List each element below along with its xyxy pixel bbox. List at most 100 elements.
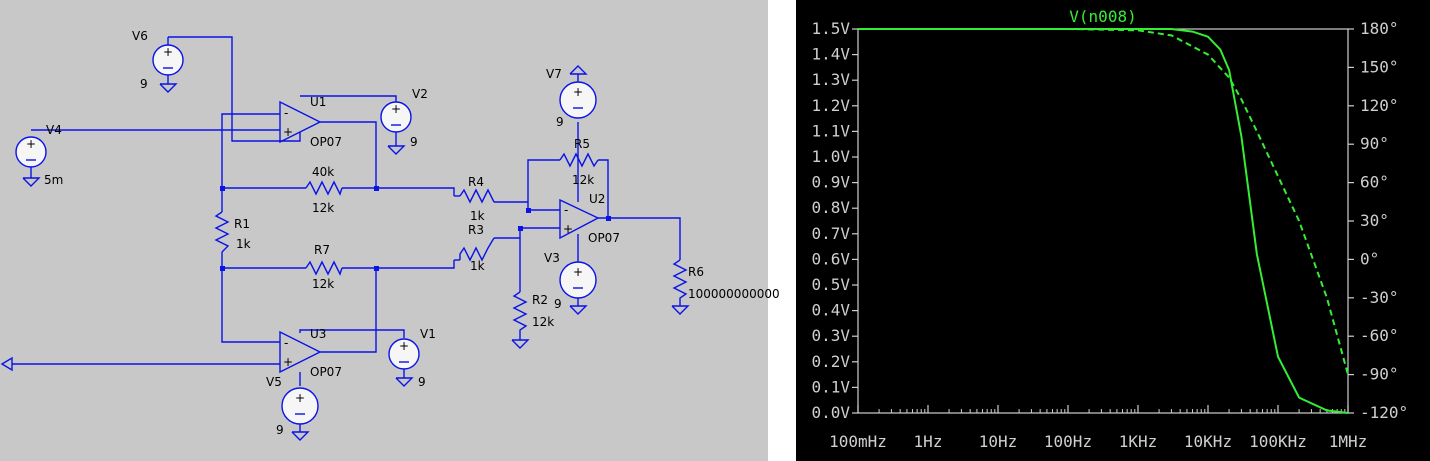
y-left-tick-label: 1.2V [811, 96, 850, 115]
v1-value: 9 [418, 375, 426, 389]
junctions [220, 186, 611, 271]
source-v4[interactable]: + V4 5m [15, 123, 63, 187]
u2-name: U2 [589, 192, 605, 206]
r6-name: R6 [688, 265, 704, 279]
y-axis-right: 180°150°120°90°60°30°0°-30°-60°-90°-120° [1348, 19, 1408, 422]
svg-text:-: - [284, 336, 288, 350]
r2-name: R2 [532, 293, 548, 307]
resistor-r7[interactable]: R7 12k [305, 243, 343, 291]
y-left-tick-label: 0.9V [811, 173, 850, 192]
r2-value: 12k [532, 315, 554, 329]
x-tick-label: 1KHz [1119, 432, 1158, 451]
y-right-tick-label: 90° [1360, 134, 1389, 153]
y-left-tick-label: 0.7V [811, 224, 850, 243]
r4-value: 1k [470, 209, 485, 223]
svg-text:+: + [26, 137, 36, 151]
r3-name: R3 [468, 223, 484, 237]
svg-text:+: + [399, 339, 409, 353]
v3-name: V3 [544, 251, 560, 265]
r1-name: R1 [234, 217, 250, 231]
source-v7[interactable]: + V7 9 [546, 65, 597, 129]
x-tick-label: 100KHz [1249, 432, 1307, 451]
y-right-tick-label: -60° [1360, 326, 1399, 345]
v6-name: V6 [132, 29, 148, 43]
svg-text:+: + [563, 222, 573, 236]
trace-magnitude[interactable] [858, 28, 1349, 414]
schematic-canvas[interactable]: + V6 9 + V4 5m + V2 9 + V1 9 + [0, 0, 780, 461]
x-tick-label: 1Hz [914, 432, 943, 451]
u1-model: OP07 [310, 135, 342, 149]
y-left-tick-label: 1.0V [811, 147, 850, 166]
resistor-r5[interactable]: R5 12k [559, 137, 599, 187]
opamp-u1[interactable]: - + U1 OP07 [279, 95, 342, 149]
source-v6[interactable]: + V6 9 [132, 29, 184, 93]
y-right-tick-label: 0° [1360, 249, 1379, 268]
y-left-tick-label: 0.4V [811, 301, 850, 320]
r3-value: 1k [470, 259, 485, 273]
u3-model: OP07 [310, 365, 342, 379]
svg-text:+: + [283, 355, 293, 369]
resistor-r6[interactable]: R6 100000000000 [671, 259, 780, 315]
y-right-tick-label: -90° [1360, 365, 1399, 384]
v1-name: V1 [420, 327, 436, 341]
u3-name: U3 [310, 327, 326, 341]
trace-phase[interactable] [858, 28, 1349, 375]
y-left-tick-label: 1.4V [811, 45, 850, 64]
y-left-tick-label: 0.1V [811, 377, 850, 396]
opamp-u3[interactable]: - + U3 OP07 [279, 327, 342, 379]
y-left-tick-label: 0.5V [811, 275, 850, 294]
x-tick-label: 1MHz [1329, 432, 1368, 451]
v5-name: V5 [266, 375, 282, 389]
v4-name: V4 [46, 123, 62, 137]
svg-text:+: + [295, 391, 305, 405]
source-v1[interactable]: + V1 9 [388, 327, 436, 389]
source-v2[interactable]: + V2 9 [380, 87, 428, 155]
svg-text:+: + [163, 45, 173, 59]
svg-text:-: - [284, 106, 288, 120]
r6-value: 100000000000 [688, 287, 780, 301]
resistor-r3[interactable]: R3 1k [459, 223, 495, 273]
resistor-r2[interactable]: R2 12k [511, 291, 554, 349]
y-left-tick-label: 1.1V [811, 121, 850, 140]
plot-frame [857, 28, 1349, 414]
v3-value: 9 [554, 297, 562, 311]
v5-value: 9 [276, 423, 284, 437]
resistor-top[interactable]: 40k 12k [305, 165, 343, 215]
r7-value: 12k [312, 277, 334, 291]
y-axis-left: 1.5V1.4V1.3V1.2V1.1V1.0V0.9V0.8V0.7V0.6V… [811, 19, 858, 422]
input-port-arrow[interactable] [0, 356, 13, 372]
r-top-value2: 12k [312, 201, 334, 215]
v7-value: 9 [556, 115, 564, 129]
y-left-tick-label: 0.8V [811, 198, 850, 217]
schematic-editor[interactable]: + V6 9 + V4 5m + V2 9 + V1 9 + [0, 0, 780, 461]
source-v3[interactable]: + V3 9 [544, 251, 597, 315]
u1-name: U1 [310, 95, 326, 109]
r1-value: 1k [236, 237, 251, 251]
v7-name: V7 [546, 67, 562, 81]
r-top-value: 40k [312, 165, 334, 179]
x-tick-label: 10Hz [979, 432, 1018, 451]
y-left-tick-label: 1.3V [811, 70, 850, 89]
y-right-tick-label: 150° [1360, 57, 1399, 76]
r7-name: R7 [314, 243, 330, 257]
r5-value: 12k [572, 173, 594, 187]
trace-label[interactable]: V(n008) [1069, 7, 1136, 26]
r4-name: R4 [468, 175, 484, 189]
y-left-tick-label: 0.3V [811, 326, 850, 345]
resistor-r1[interactable]: R1 1k [214, 211, 251, 253]
y-left-tick-label: 0.0V [811, 403, 850, 422]
wires[interactable] [12, 36, 681, 386]
x-tick-label: 100mHz [829, 432, 887, 451]
y-right-tick-label: 30° [1360, 211, 1389, 230]
source-v5[interactable]: + V5 9 [266, 375, 319, 441]
v2-name: V2 [412, 87, 428, 101]
y-left-tick-label: 1.5V [811, 19, 850, 38]
y-right-tick-label: 120° [1360, 96, 1399, 115]
opamp-u2[interactable]: - + U2 OP07 [559, 192, 620, 245]
resistor-r4[interactable]: R4 1k [459, 175, 495, 223]
svg-text:+: + [573, 265, 583, 279]
y-left-tick-label: 0.2V [811, 352, 850, 371]
